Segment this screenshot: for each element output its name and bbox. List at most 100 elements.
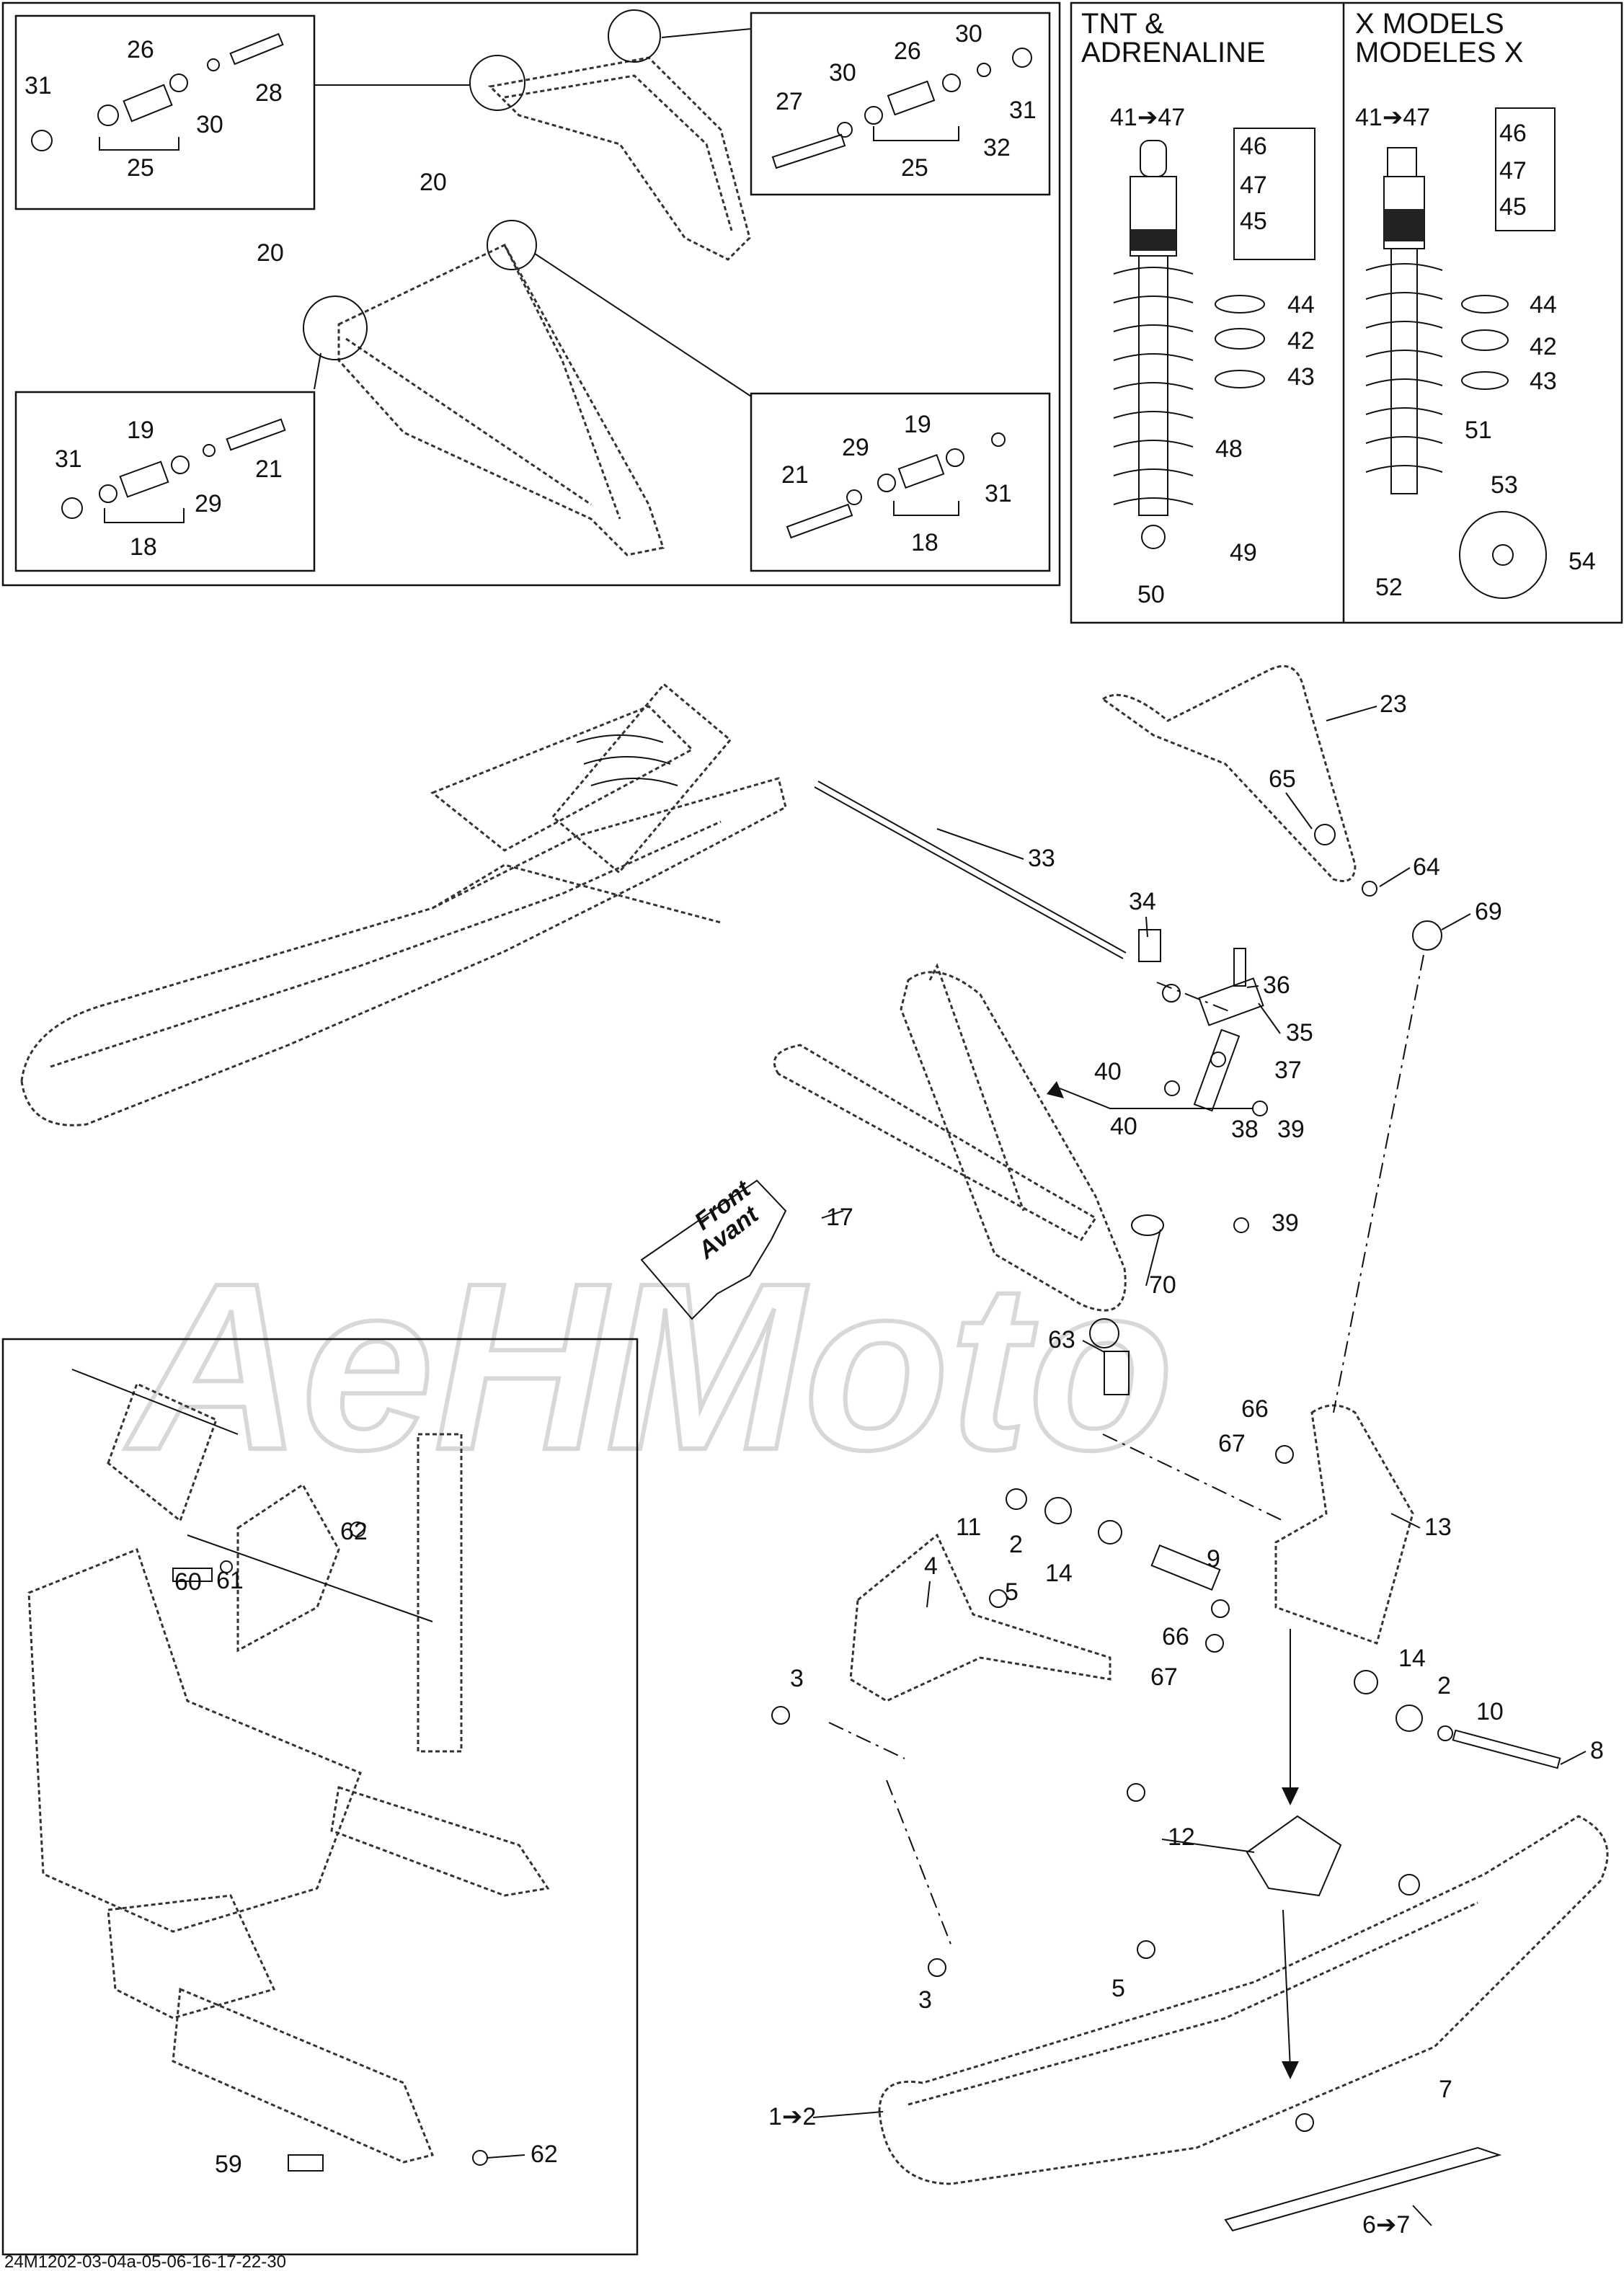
upper-arm-sketch bbox=[303, 9, 751, 556]
callout-64: 64 bbox=[1413, 853, 1440, 881]
callout-31c: 31 bbox=[55, 445, 82, 473]
callout-21a: 21 bbox=[255, 455, 283, 483]
callout-67a: 67 bbox=[1218, 1430, 1246, 1457]
callout-6-7: 6➔7 bbox=[1362, 2211, 1410, 2239]
callout-66b: 66 bbox=[1162, 1623, 1189, 1650]
callout-13: 13 bbox=[1424, 1514, 1452, 1541]
callout-14b: 14 bbox=[1398, 1645, 1426, 1672]
callout-67b: 67 bbox=[1150, 1663, 1178, 1691]
hardware-items bbox=[771, 824, 1561, 2132]
callout-38: 38 bbox=[1231, 1116, 1259, 1143]
callout-61: 61 bbox=[216, 1567, 244, 1594]
callout-70: 70 bbox=[1149, 1271, 1176, 1299]
bottom-left-panel bbox=[1, 1338, 639, 2256]
callout-39a: 39 bbox=[1277, 1116, 1305, 1143]
callout-21b: 21 bbox=[781, 461, 809, 489]
callout-12: 12 bbox=[1168, 1823, 1195, 1851]
callout-14a: 14 bbox=[1045, 1560, 1073, 1587]
callout-44b: 44 bbox=[1530, 291, 1557, 319]
inset-upper-right bbox=[750, 12, 1051, 196]
callout-3a: 3 bbox=[790, 1665, 804, 1692]
callout-65: 65 bbox=[1269, 765, 1296, 793]
callout-31d: 31 bbox=[985, 480, 1012, 507]
callout-52: 52 bbox=[1375, 574, 1403, 601]
header-x-line2: MODELES X bbox=[1355, 37, 1523, 68]
callout-27: 27 bbox=[776, 88, 803, 115]
callout-32: 32 bbox=[983, 134, 1011, 161]
ski bbox=[878, 1815, 1609, 2185]
inset-lower-left bbox=[14, 391, 316, 572]
ski-leg bbox=[849, 1533, 1111, 1702]
callout-20a: 20 bbox=[420, 169, 447, 196]
callout-34: 34 bbox=[1129, 888, 1156, 915]
callout-4: 4 bbox=[924, 1552, 938, 1580]
header-tnt-line2: ADRENALINE bbox=[1081, 37, 1266, 68]
callout-20b: 20 bbox=[257, 239, 284, 267]
callout-30a: 30 bbox=[196, 111, 223, 138]
callout-23: 23 bbox=[1380, 690, 1407, 718]
callout-5b: 5 bbox=[1111, 1975, 1125, 2002]
front-suspension-assembly-sketch bbox=[20, 683, 787, 1126]
callout-59: 59 bbox=[215, 2151, 242, 2178]
callout-48: 48 bbox=[1215, 435, 1243, 463]
callout-63: 63 bbox=[1048, 1326, 1075, 1354]
inset-ul-parts bbox=[31, 32, 284, 151]
upper-a-arm bbox=[1101, 665, 1357, 882]
callout-40a: 40 bbox=[1094, 1058, 1122, 1085]
callout-9: 9 bbox=[1207, 1545, 1220, 1573]
header-x-line1: X MODELS bbox=[1355, 8, 1504, 40]
callout-46a: 46 bbox=[1240, 133, 1267, 160]
callout-44a: 44 bbox=[1287, 291, 1315, 319]
callout-30c: 30 bbox=[955, 20, 982, 48]
top-left-panel bbox=[1, 1, 1061, 587]
callout-47a: 47 bbox=[1240, 172, 1267, 199]
callout-50: 50 bbox=[1137, 581, 1165, 608]
inset-upper-left bbox=[14, 14, 316, 210]
callout-47b: 47 bbox=[1499, 157, 1527, 185]
callout-36: 36 bbox=[1263, 972, 1290, 999]
callout-28a: 28 bbox=[255, 79, 283, 107]
inset-ll-parts bbox=[61, 418, 286, 519]
callout-25a: 25 bbox=[127, 154, 154, 182]
callout-40b: 40 bbox=[1110, 1113, 1137, 1140]
ski-runner bbox=[1224, 2146, 1502, 2232]
lower-a-arm bbox=[900, 963, 1127, 1312]
callout-49: 49 bbox=[1230, 539, 1257, 566]
callout-45b: 45 bbox=[1499, 193, 1527, 221]
inset-lower-right bbox=[750, 392, 1051, 572]
callout-51: 51 bbox=[1465, 417, 1492, 444]
callout-11: 11 bbox=[956, 1514, 981, 1541]
callout-18a: 18 bbox=[130, 533, 157, 561]
stabilizer-bar bbox=[814, 786, 1124, 959]
callout-31a: 31 bbox=[25, 72, 52, 99]
callout-labels: 31 26 28 30 25 30 26 30 27 31 32 25 20 2… bbox=[4, 8, 1604, 2271]
callout-25b: 25 bbox=[901, 154, 928, 182]
callout-43b: 43 bbox=[1530, 368, 1557, 395]
frame-assembly-sketch bbox=[27, 1369, 550, 2164]
callout-66a: 66 bbox=[1241, 1395, 1269, 1423]
callout-39b: 39 bbox=[1272, 1209, 1299, 1237]
callout-10: 10 bbox=[1476, 1698, 1504, 1725]
callout-17: 17 bbox=[826, 1204, 853, 1231]
callout-1-2: 1➔2 bbox=[768, 2103, 816, 2130]
callout-5a: 5 bbox=[1005, 1578, 1019, 1606]
shock-panel bbox=[1070, 1, 1623, 624]
callout-2b: 2 bbox=[1437, 1672, 1451, 1699]
callout-26a: 26 bbox=[127, 36, 154, 63]
ski-pad bbox=[1246, 1815, 1342, 1897]
callout-29b: 29 bbox=[842, 434, 869, 461]
inset-lr-parts bbox=[786, 432, 1006, 539]
callout-69: 69 bbox=[1475, 898, 1502, 925]
callout-41-47b: 41➔47 bbox=[1355, 104, 1430, 131]
callout-60: 60 bbox=[174, 1568, 202, 1596]
inset-ur-parts bbox=[771, 48, 1032, 169]
watermark-text: AeHMoto bbox=[123, 1233, 1173, 1499]
callout-53: 53 bbox=[1491, 471, 1518, 499]
callout-leaders bbox=[487, 706, 1587, 2226]
callout-33: 33 bbox=[1028, 845, 1055, 872]
callout-42b: 42 bbox=[1530, 333, 1557, 360]
callout-43a: 43 bbox=[1287, 363, 1315, 391]
callout-46b: 46 bbox=[1499, 120, 1527, 147]
callout-19b: 19 bbox=[904, 411, 931, 438]
